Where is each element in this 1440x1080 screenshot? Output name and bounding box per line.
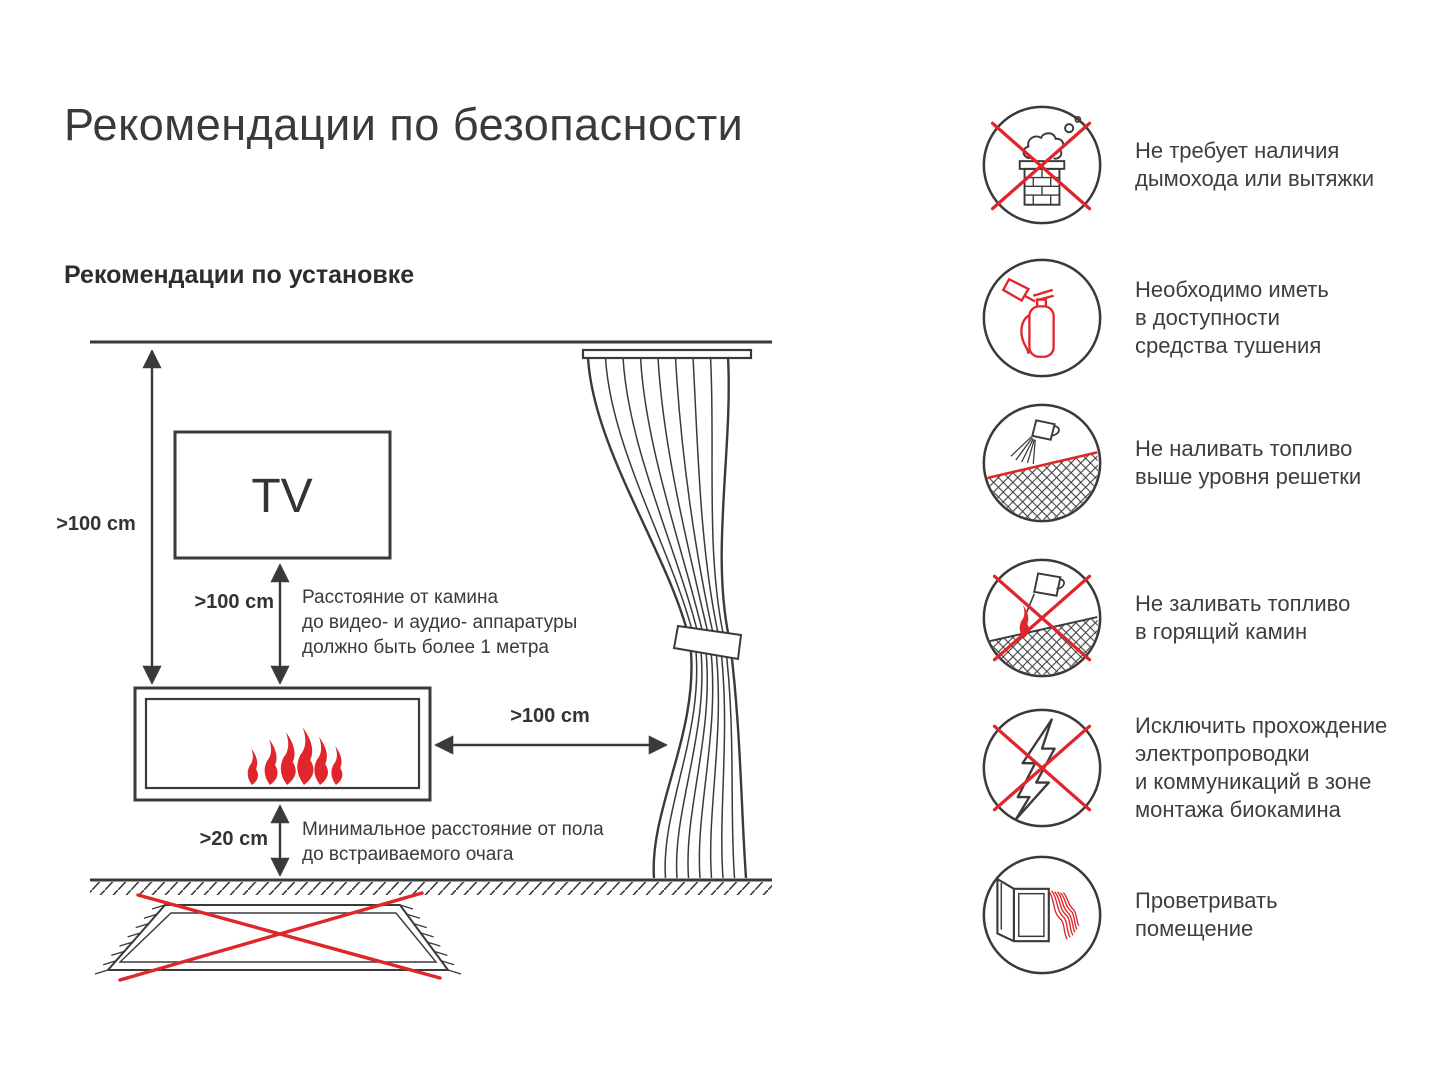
svg-text:до встраиваемого очага: до встраиваемого очага [302, 844, 514, 865]
blowing-curtain-art [1048, 890, 1080, 940]
curtain [586, 356, 748, 879]
safety-item-extinguisher: Необходимо иметь в доступности средства … [979, 255, 1440, 381]
safety-item-no-chimney: Не требует наличия дымохода или вытяжки [979, 102, 1440, 228]
floor-hatching [90, 882, 772, 895]
safety-item-text: Не наливать топливо выше уровня решетки [1135, 436, 1362, 489]
svg-text:должно быть более 1 метра: должно быть более 1 метра [302, 637, 549, 658]
extinguisher-art [1001, 277, 1055, 358]
safety-item-ventilate: Проветривать помещение [979, 852, 1440, 978]
safety-item-fuel-level: Не наливать топливо выше уровня решетки [979, 400, 1440, 526]
no-wiring-icon [982, 708, 1102, 828]
rug [94, 891, 462, 982]
safety-item-text: Исключить прохождение электропроводки и … [1135, 713, 1388, 822]
cross-icon [990, 121, 1092, 211]
safety-item-text: Проветривать помещение [1135, 888, 1278, 941]
no-chimney-icon [982, 105, 1102, 225]
pouring-can-art [1024, 572, 1065, 616]
dim-floor-label: >20 cm [200, 828, 268, 850]
grate-mesh-art [985, 451, 1099, 520]
grate-mesh-art [985, 616, 1099, 675]
svg-text:Расстояние от камина: Расстояние от камина [302, 587, 499, 608]
tv-label: TV [251, 470, 312, 523]
fuel-level-icon [982, 403, 1102, 523]
no-refuel-burning-icon [982, 558, 1102, 678]
floor-gap-note: Минимальное расстояние от пола до встраи… [302, 819, 604, 865]
svg-text:Минимальное расстояние от пола: Минимальное расстояние от пола [302, 819, 604, 840]
safety-list: Не требует наличия дымохода или вытяжки [979, 0, 1440, 1080]
flames [247, 727, 343, 785]
curtain-tie [672, 624, 743, 661]
cross-icon [992, 574, 1092, 662]
rug-fringe-right [399, 904, 462, 975]
dim-ceiling-label: >100 cm [56, 513, 136, 535]
dimension-arrows [142, 349, 668, 877]
dim-tv-gap-label: >100 cm [194, 591, 274, 613]
safety-item-text: Необходимо иметь в доступности средства … [1135, 277, 1329, 358]
tv: TV [173, 430, 392, 560]
svg-text:до видео- и аудио- аппаратуры: до видео- и аудио- аппаратуры [302, 612, 577, 633]
safety-item-text: Не заливать топливо в горящий камин [1135, 591, 1351, 644]
dim-curtain-label: >100 cm [510, 705, 590, 727]
safety-item-no-refuel: Не заливать топливо в горящий камин [979, 555, 1440, 681]
curtain-rod [581, 348, 753, 360]
cross-icon [992, 724, 1092, 812]
window-art [996, 877, 1050, 943]
safety-item-text: Не требует наличия дымохода или вытяжки [1135, 138, 1375, 191]
tv-gap-note: Расстояние от камина до видео- и аудио- … [302, 587, 577, 658]
installation-diagram: TV >100 cm >100 cm >100 cm [56, 340, 772, 982]
page-title: Рекомендации по безопасности [64, 99, 744, 150]
ventilate-icon [982, 855, 1102, 975]
fireplace [133, 686, 432, 802]
rug-cross-icon [118, 891, 442, 982]
safety-item-no-wiring: Исключить прохождение электропроводки и … [979, 705, 1440, 831]
fire-extinguisher-icon [982, 258, 1102, 378]
pouring-can-art [1010, 419, 1060, 465]
section-subtitle: Рекомендации по установке [64, 261, 415, 289]
lightning-icon [1014, 718, 1056, 821]
rug-fringe-left [94, 904, 166, 975]
